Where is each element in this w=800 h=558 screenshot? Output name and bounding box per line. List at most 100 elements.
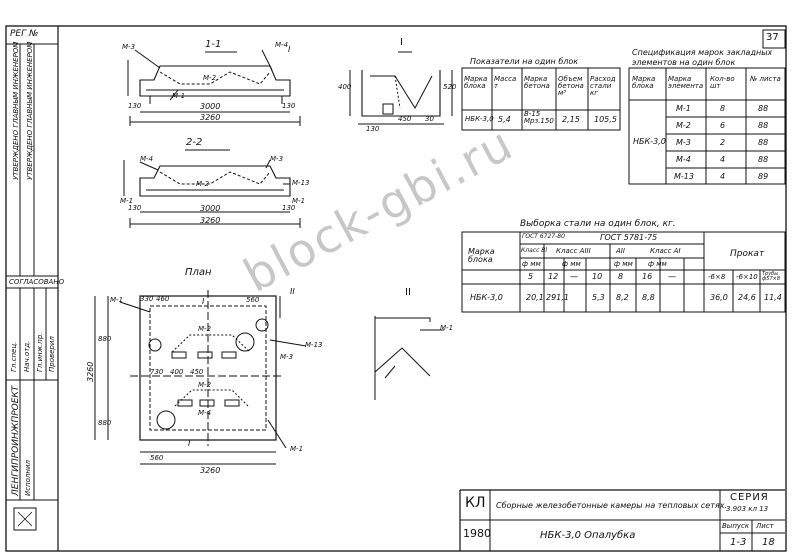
plan-dim-3260-h: 3260 (200, 466, 221, 475)
steel-h-class-bi: Класс Bl (521, 247, 548, 254)
table-block-h2: Масса т (494, 75, 517, 90)
mark-m13-b: M-13 (292, 179, 310, 187)
detail-ii-drawing (374, 316, 444, 400)
spec-row-4-qty: 4 (720, 155, 726, 164)
steel-diam-2: 12 (548, 272, 559, 281)
plan-dim-3260-v: 3260 (86, 361, 95, 382)
table-block-concrete: В-15 Мрз.150 (524, 110, 554, 125)
section-1-1-title: 1-1 (205, 39, 222, 50)
steel-val-10: 11,4 (764, 293, 782, 302)
steel-val-9: 24,6 (738, 293, 756, 302)
plan-mark-i-bottom: I (188, 439, 191, 448)
detail-i-dim-30: 30 (425, 115, 434, 123)
table-steel-title: Выборка стали на один блок, кг. (520, 219, 676, 229)
page-number: 37 (766, 32, 779, 43)
table-block-lines (461, 67, 621, 131)
spec-row-1-mark: M-1 (676, 104, 691, 113)
table-spec-h4: № листа (750, 75, 781, 83)
detail-i-dim-520: 520 (443, 83, 457, 91)
steel-diam-1: 5 (528, 272, 534, 281)
mark-i-ref: I (288, 45, 291, 54)
steel-h-dmm-4: ф мм (648, 260, 667, 268)
steel-diam-4: 10 (592, 272, 603, 281)
table-block-brand: НБК-3,0 (465, 115, 494, 123)
steel-diam-6: 16 (642, 272, 653, 281)
dim-3000-b: 3000 (200, 204, 221, 213)
steel-h-class-aiii: Класс AIII (556, 247, 591, 255)
dim-3260-a: 3260 (200, 113, 221, 122)
detail-i-title: I (400, 37, 403, 48)
plan-mark-ii: II (290, 287, 295, 296)
spec-row-4-sheet: 88 (758, 155, 769, 164)
title-block-sheet-label: Лист (756, 522, 774, 530)
table-block-title: Показатели на один блок (470, 57, 579, 66)
detail-i-dim-400: 400 (338, 83, 352, 91)
spec-row-2-mark: M-2 (676, 121, 691, 130)
section-2-2-title: 2-2 (186, 137, 203, 148)
plan-dim-400: 400 (170, 368, 184, 376)
plan-dim-560-b: 560 (150, 454, 164, 462)
table-spec-lines (628, 67, 786, 185)
steel-row-brand: НБК-3,0 (470, 293, 503, 302)
spec-row-3-mark: M-3 (676, 138, 691, 147)
steel-val-6: 8,8 (642, 293, 655, 302)
steel-h-dmm-1: ф мм (522, 260, 541, 268)
steel-h-gost2: ГОСТ 5781-75 (600, 233, 658, 242)
plan-mark-m4: M-4 (198, 409, 212, 417)
sidebar-name-5: Исполнил (24, 459, 32, 496)
table-steel-lines (461, 231, 786, 313)
spec-row-5-sheet: 89 (758, 172, 769, 181)
steel-h-class-ai: Класс AI (650, 247, 681, 255)
detail-i-dim-450: 450 (398, 115, 412, 123)
steel-diam-7: — (668, 272, 676, 281)
dim-130-c: 130 (128, 204, 142, 212)
title-block-year: 1980 (463, 527, 491, 540)
title-block-series-value: 3.903 кл 13 (726, 505, 769, 513)
emblem-frame (13, 507, 37, 531)
detail-i-drawing (349, 51, 453, 125)
mark-m4-b: M-4 (140, 155, 154, 163)
title-block-series-label: СЕРИЯ (730, 492, 769, 503)
table-spec-h1: Марка блока (632, 75, 656, 90)
dim-3000-a: 3000 (200, 102, 221, 111)
steel-h-dmm-3: ф мм (614, 260, 633, 268)
table-block-mass: 5,4 (498, 115, 511, 124)
steel-prokat-h1: -6×8 (708, 273, 726, 281)
detail-i-dim-130: 130 (366, 125, 380, 133)
title-block-code: КЛ (465, 495, 486, 511)
plan-mark-m2-b: M-2 (198, 381, 212, 389)
table-block-h4: Объем бетона м³ (558, 75, 584, 97)
plan-mark-m1-b: M-1 (290, 445, 304, 453)
steel-h-brand: Марка блока (468, 247, 495, 264)
table-spec-h2: Марка элемента (668, 75, 704, 90)
steel-val-2: 291,1 (546, 293, 569, 302)
steel-h-prokat: Прокат (730, 249, 765, 259)
table-spec-title: Спецификация марок закладных элементов н… (632, 48, 773, 67)
plan-dim-730: 730 (150, 368, 164, 376)
title-block-issue-value: 1-3 (730, 537, 747, 548)
mark-m3-a: M-3 (122, 43, 136, 51)
sidebar-name-4: Проверил (48, 336, 56, 372)
table-block-h3: Марка бетона (524, 75, 550, 90)
sidebar-agreed-label: СОГЛАСОВАНО (9, 278, 65, 286)
steel-val-5: 8,2 (616, 293, 629, 302)
title-block-lines (459, 489, 785, 551)
steel-h-dmm-2: ф мм (562, 260, 581, 268)
plan-drawing (94, 290, 307, 465)
steel-val-4: 5,3 (592, 293, 605, 302)
plan-dim-450: 450 (190, 368, 204, 376)
plan-dim-880-b: 880 (98, 419, 112, 427)
steel-h-class-aii: AII (616, 247, 625, 255)
table-block-volume: 2,15 (562, 115, 580, 124)
steel-diam-3: — (570, 272, 578, 281)
plan-mark-m13: M-13 (305, 341, 323, 349)
dim-130-d: 130 (282, 204, 296, 212)
mark-m2-a: M-2 (203, 74, 217, 82)
plan-dim-560-a: 560 (246, 296, 260, 304)
mark-m1-a: M-1 (172, 92, 186, 100)
mark-m1-b: M-1 (120, 197, 134, 205)
mark-m3-b: M-3 (270, 155, 284, 163)
spec-row-1-qty: 8 (720, 104, 726, 113)
title-block-description: Сборные железобетонные камеры на тепловы… (496, 501, 727, 510)
